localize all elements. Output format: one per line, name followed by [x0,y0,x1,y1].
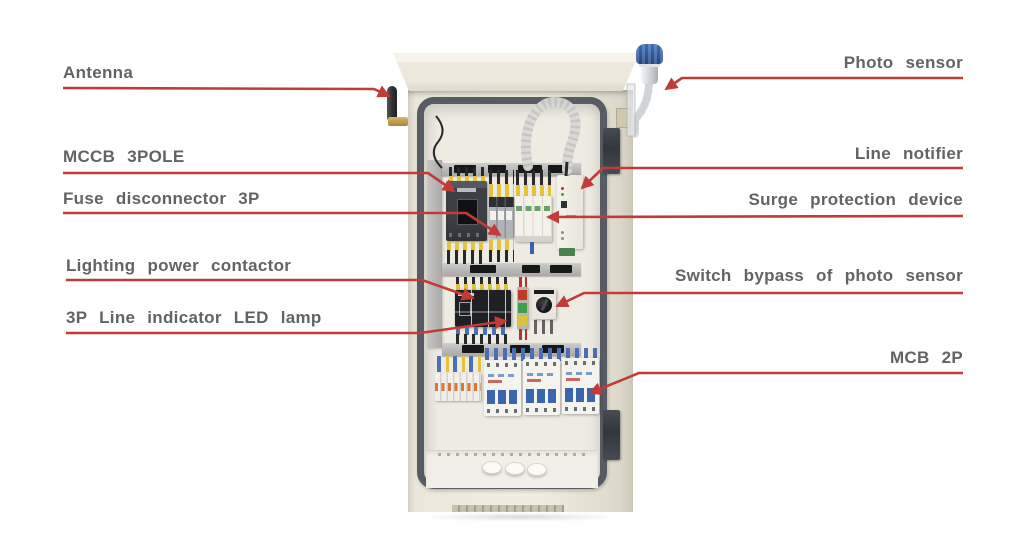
door-hinge-top [603,128,620,174]
fuse-top-wires [489,170,514,186]
label-line-notifier-text: Line notifier [854,144,963,163]
callout-line-photo-sensor [664,76,963,91]
door-gasket [417,97,607,489]
cable-duct [427,160,442,348]
label-contactor-text: Lighting power contactor [66,256,292,275]
photo-sensor-cap [636,44,663,64]
line-notifier [557,175,583,249]
floor-screws [438,453,588,456]
spd-top-ferrules [516,185,551,196]
photo-sensor-body [641,64,658,84]
mccb-bottom-ferrules [447,242,485,251]
label-bypass-switch: Switch bypass of photo sensor [675,266,963,286]
led-green [518,303,527,313]
line-notifier-antenna-nub [565,170,570,176]
rotary-bottom-wires [534,320,554,334]
gland-cap-1 [482,461,502,474]
label-mcb-2p-text: MCB 2P [889,348,963,367]
fuse-bottom-ferrules [489,239,514,251]
mccb-bottom-wires [447,250,485,264]
gland-cap-2 [505,462,525,475]
photo-sensor-mount-block [616,108,631,128]
led-top-wires [519,277,527,288]
label-mccb-text: MCCB 3POLE [63,147,185,166]
photo-sensor-collar [639,61,660,67]
mcb-group-2 [523,359,560,415]
terminal-blocks [435,373,481,401]
rail-middle [442,263,581,276]
contactor-bottom-wires [456,334,510,344]
label-led-lamp-text: 3P Line indicator LED lamp [66,308,322,327]
surge-protection-device [515,196,552,242]
line-indicator-led-lamp [517,287,528,329]
label-photo-sensor: Photo sensor [843,53,963,73]
fuse-disconnector [489,197,514,238]
cabinet-shadow [418,513,623,521]
label-led-lamp: 3P Line indicator LED lamp [66,308,322,328]
mcb-group-3 [562,358,599,414]
label-contactor: Lighting power contactor [66,256,292,276]
label-antenna: Antenna [63,63,134,83]
led-red [518,290,527,300]
led-yellow [518,316,527,326]
label-spd: Surge protection device [748,190,963,210]
rotary-knob [536,297,552,313]
mccb-breaker [446,181,487,241]
label-line-notifier: Line notifier [854,144,963,164]
mccb-brand-label [457,188,476,192]
fuse-top-ferrules [489,184,514,197]
label-bypass-switch-text: Switch bypass of photo sensor [675,266,963,285]
led-bottom-wires [519,329,527,340]
callout-line-mcb [588,371,963,395]
label-mcb-2p: MCB 2P [889,348,963,368]
line-notifier-terminal [559,248,575,256]
fuse-bottom-wires [489,250,514,262]
label-mccb: MCCB 3POLE [63,147,185,167]
cabinet-hood [393,53,639,91]
callout-line-antenna [62,85,391,98]
bypass-rotary-switch [532,289,556,319]
label-antenna-text: Antenna [63,63,134,82]
antenna-elbow-connector [388,117,408,126]
callout-line-notifier [580,166,963,190]
label-spd-text: Surge protection device [748,190,963,209]
lighting-power-contactor [455,290,511,327]
cabinet-base-vent [452,505,564,512]
label-fuse: Fuse disconnector 3P [63,189,260,209]
mccb-toggle-window [457,199,478,225]
label-photo-sensor-text: Photo sensor [843,53,963,72]
mcb-top-ferrules [485,348,598,361]
gland-cap-3 [527,463,547,476]
mccb-top-ferrules [449,176,485,184]
antenna-device [387,86,397,120]
terminal-top-wires [437,356,481,372]
spd-bottom-wire [530,242,534,254]
label-fuse-text: Fuse disconnector 3P [63,189,260,208]
door-hinge-bottom [603,410,620,460]
mcb-group-1 [484,360,521,416]
contactor-top-ferrules [456,284,510,291]
